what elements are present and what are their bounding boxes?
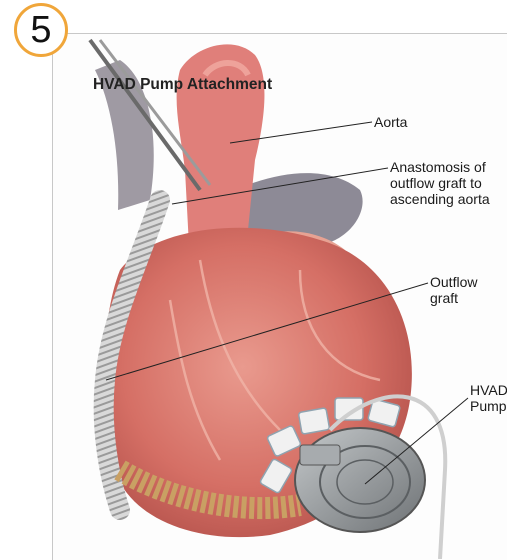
label-anastomosis: Anastomosis of outflow graft to ascendin… (390, 159, 490, 207)
hvad-pump (295, 428, 425, 532)
label-outflow-graft: Outflow graft (430, 274, 477, 306)
step-number-badge: 5 (14, 3, 68, 57)
figure-title: HVAD Pump Attachment (93, 76, 272, 94)
label-hvad-pump: HVAD Pump (470, 382, 507, 414)
label-aorta: Aorta (374, 114, 407, 130)
